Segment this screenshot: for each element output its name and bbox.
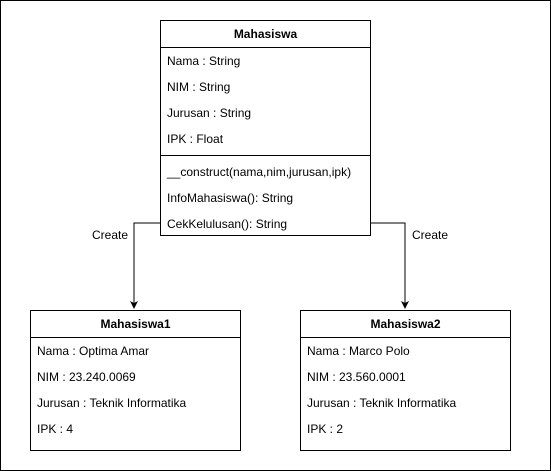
compartment-divider: [161, 155, 370, 156]
method-row: CekKelulusan(): String: [167, 217, 288, 231]
object-title: Mahasiswa1: [31, 311, 240, 338]
attribute-row: Jurusan : String: [167, 106, 252, 120]
field-row: IPK : 4: [37, 422, 74, 436]
field-row: NIM : 23.240.0069: [37, 370, 136, 384]
edge-label-create-right: Create: [411, 228, 450, 242]
create-edge-left: [130, 222, 160, 309]
object-title: Mahasiswa2: [301, 311, 510, 338]
attribute-row: NIM : String: [167, 80, 231, 94]
create-edge-right: [370, 222, 409, 309]
object-box-mahasiswa2[interactable]: Mahasiswa2 Nama : Marco Polo NIM : 23.56…: [300, 310, 511, 451]
attribute-row: IPK : Float: [167, 132, 224, 146]
method-row: __construct(nama,nim,jurusan,ipk): [167, 165, 352, 179]
field-row: Jurusan : Teknik Informatika: [307, 396, 457, 410]
class-title: Mahasiswa: [161, 21, 370, 48]
field-row: Nama : Marco Polo: [307, 344, 410, 358]
method-row: InfoMahasiswa(): String: [167, 191, 294, 205]
attribute-row: Nama : String: [167, 54, 241, 68]
object-box-mahasiswa1[interactable]: Mahasiswa1 Nama : Optima Amar NIM : 23.2…: [30, 310, 241, 451]
edge-label-create-left: Create: [91, 228, 130, 242]
class-box-mahasiswa[interactable]: Mahasiswa Nama : String NIM : String Jur…: [160, 20, 371, 236]
field-row: Jurusan : Teknik Informatika: [37, 396, 187, 410]
field-row: Nama : Optima Amar: [37, 344, 150, 358]
field-row: IPK : 2: [307, 422, 344, 436]
field-row: NIM : 23.560.0001: [307, 370, 406, 384]
